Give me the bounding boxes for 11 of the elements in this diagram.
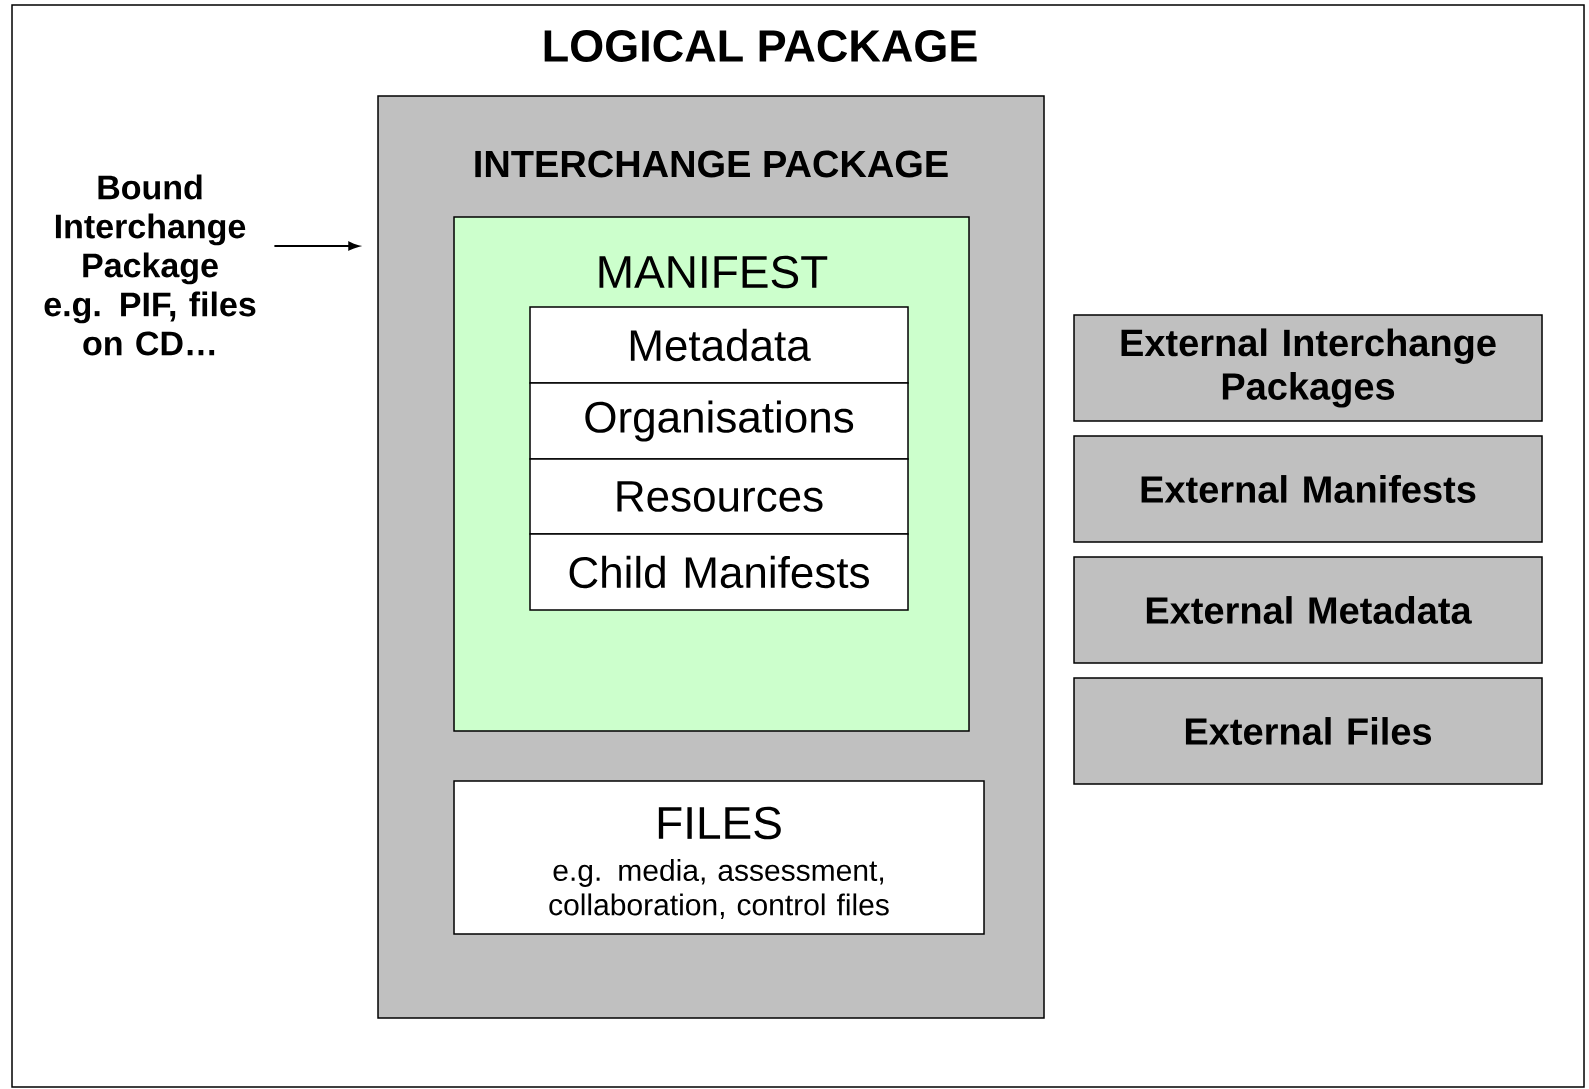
bound-package-text: Bound Interchange Package e.g. PIF, files on CD… [44, 174, 256, 356]
list-row: Organisations [529, 382, 909, 460]
list-row: Resources [529, 458, 909, 535]
arrow [273, 241, 360, 251]
external-box: External Metadata [1073, 556, 1543, 664]
list-row: Child Manifests [529, 533, 909, 611]
list-row: Metadata [529, 306, 909, 384]
external-box: External Files [1073, 677, 1543, 785]
files-box: FILES e.g. media, assessment, collaboration, control files [453, 780, 985, 935]
external-box: External Interchange Packages [1073, 314, 1543, 422]
external-box: External Manifests [1073, 435, 1543, 543]
